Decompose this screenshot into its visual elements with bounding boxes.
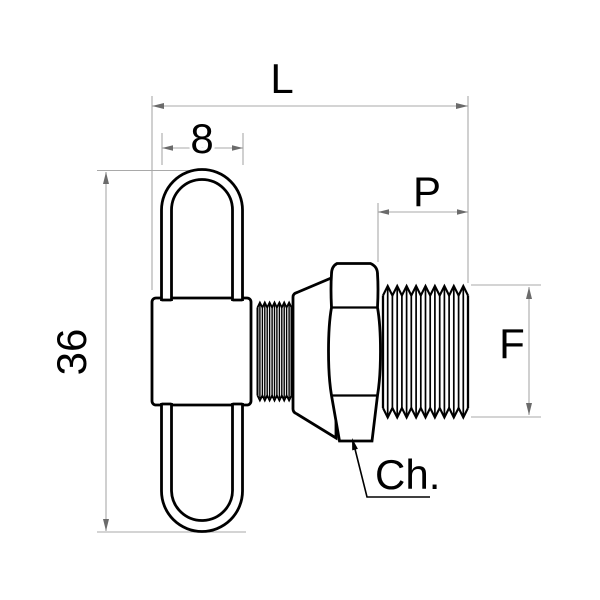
- hex-outline: [327, 262, 382, 443]
- thread-crest-bottom: [382, 405, 469, 420]
- arrow-L-right: [456, 103, 468, 109]
- dim-label-overall-height: 36: [48, 329, 95, 376]
- thread-flank-lines: [386, 288, 465, 415]
- thread-edge-lines: [381, 295, 470, 408]
- hex-facet-lines: [331, 306, 378, 397]
- lower-bail-handle: [160, 402, 244, 533]
- fitting-part: [150, 168, 470, 533]
- arrow-F-top: [526, 287, 532, 299]
- hex-nut: [327, 262, 382, 443]
- arrow-8-right: [232, 145, 243, 151]
- arrow-L-left: [152, 103, 164, 109]
- arrow-36-top: [103, 172, 109, 184]
- valve-body: [150, 296, 253, 407]
- thread-flank-lines: [259, 305, 290, 398]
- upper-bail-fill: [161, 169, 243, 301]
- male-thread: [381, 283, 470, 420]
- thread-edge-lines: [256, 307, 293, 396]
- arrow-8-left: [162, 145, 173, 151]
- arrow-P-left: [378, 209, 389, 215]
- arrow-P-right: [457, 209, 468, 215]
- chamfer-leader-arrow: [352, 438, 358, 451]
- lower-bail-outline: [160, 402, 244, 533]
- upper-bail-handle: [160, 168, 244, 302]
- upper-bail-outline: [160, 168, 244, 302]
- connector-thread: [256, 300, 293, 403]
- collar-cone: [291, 273, 338, 441]
- thread-crest-top: [382, 283, 469, 298]
- dim-label-chamfer: Ch.: [375, 451, 440, 498]
- lower-bail-fill: [161, 403, 243, 532]
- chamfer-leader: [352, 438, 430, 498]
- chamfer-leader-line: [352, 442, 430, 498]
- dimension-arrowheads: [103, 103, 532, 531]
- thread-crest-bottom: [256, 393, 293, 403]
- thread-crest-top: [256, 300, 293, 310]
- dim-label-overall-length: L: [270, 55, 293, 102]
- dim-label-handle-width: 8: [190, 115, 213, 162]
- dim-label-thread-size: F: [499, 320, 525, 367]
- dimension-labels: L 8 36 P F Ch.: [48, 55, 525, 498]
- dim-label-thread-length: P: [413, 168, 441, 215]
- dimension-lines: [97, 96, 541, 533]
- arrow-36-bottom: [103, 519, 109, 531]
- arrow-F-bottom: [526, 403, 532, 415]
